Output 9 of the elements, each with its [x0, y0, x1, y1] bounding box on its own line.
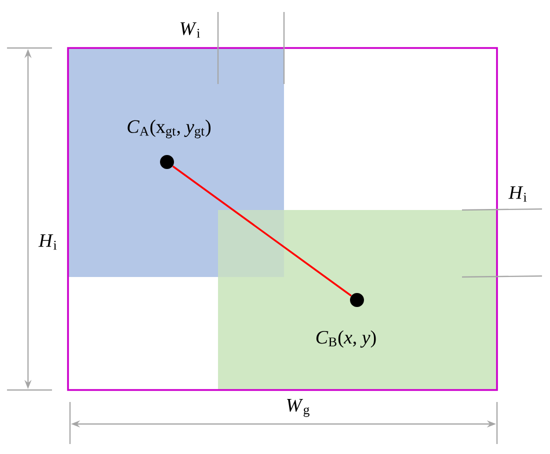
center-point: [160, 155, 174, 169]
connecting-line: [172, 166, 352, 296]
dimension-label: W$_{g}$: [287, 399, 310, 417]
dimension-label: H$_{i}$: [38, 234, 57, 250]
center-point: [350, 293, 364, 307]
point-label: C$_{B}$(x, y): [316, 330, 376, 348]
dimension-label: H$_{i}$: [508, 186, 527, 202]
dimension-label: W$_{i}$: [180, 22, 200, 38]
point-label: C$_{A}$(x$_{gt}$, y$_{gt}$): [128, 120, 211, 138]
